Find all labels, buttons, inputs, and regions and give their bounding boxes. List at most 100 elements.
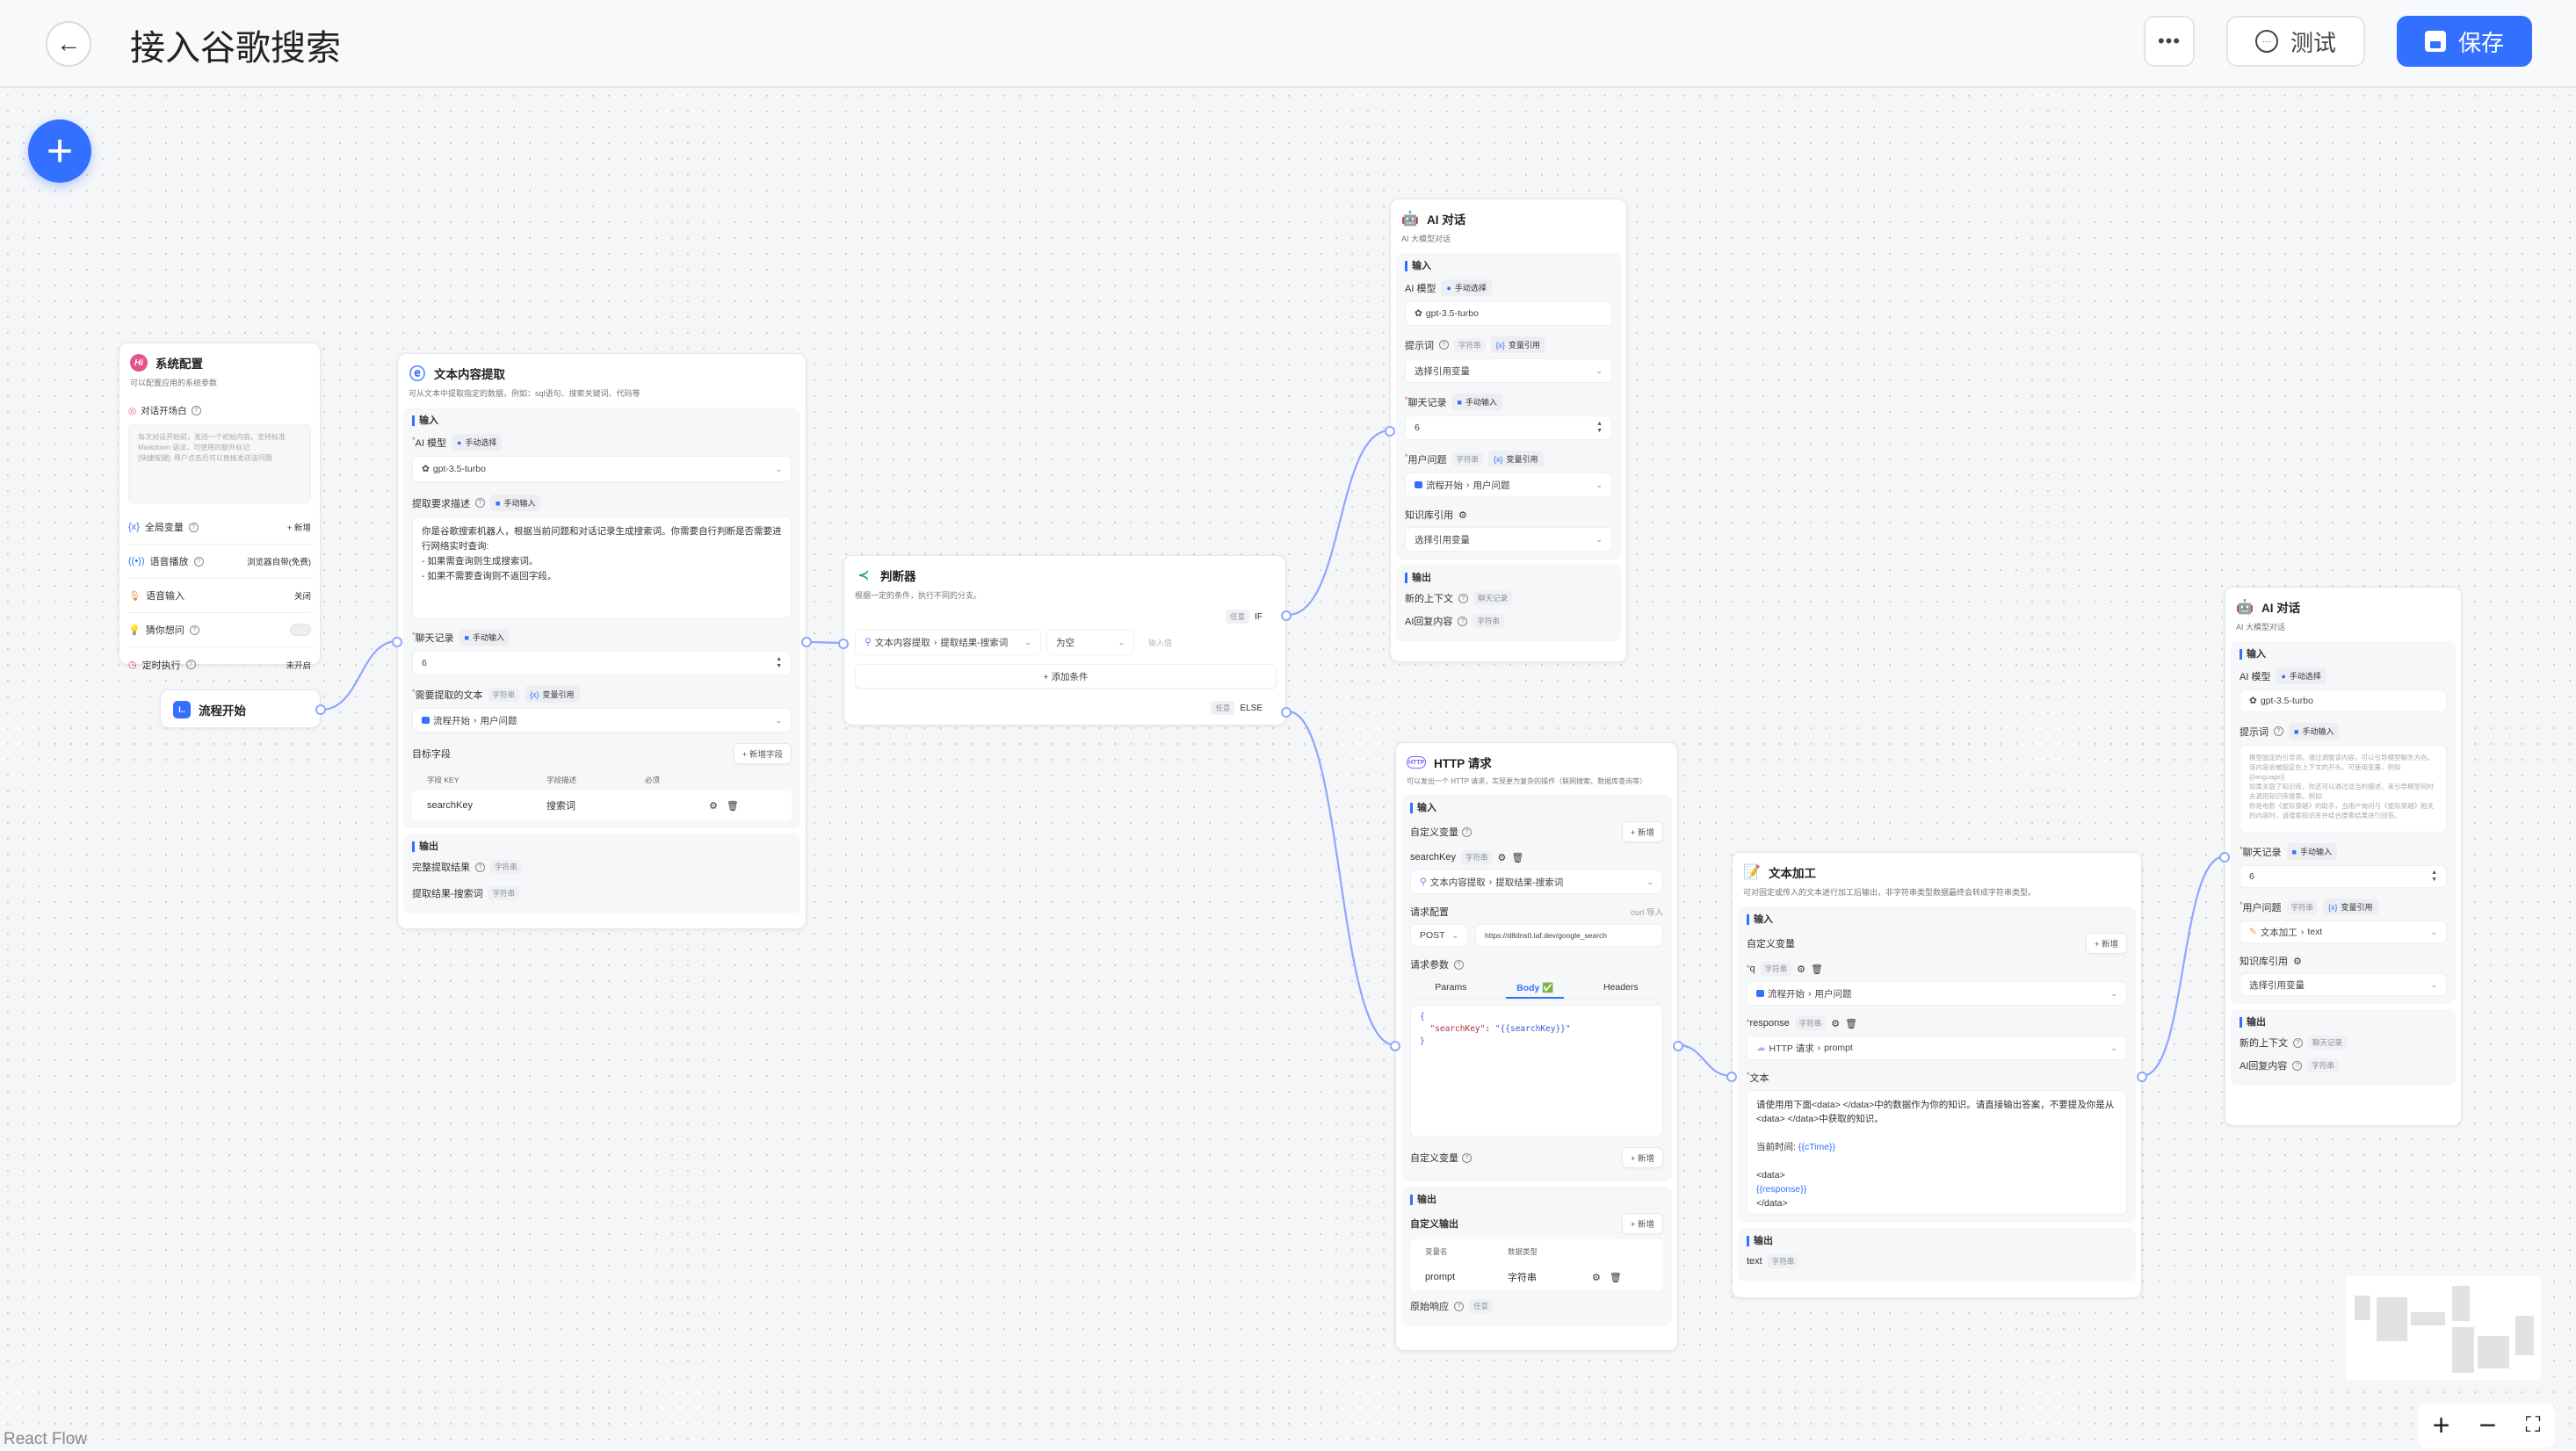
source-handle[interactable] — [315, 704, 326, 715]
mode-tag[interactable]: {x}变量引用 — [1490, 336, 1546, 353]
gear-icon[interactable]: ⚙ — [1497, 852, 1507, 863]
gear-icon[interactable]: ⚙ — [1592, 1272, 1601, 1283]
condition-operator-select[interactable]: 为空⌄ — [1046, 629, 1134, 655]
node-flow-start[interactable]: I..流程开始 — [160, 689, 326, 728]
mode-tag[interactable]: ●手动选择 — [451, 434, 503, 451]
trash-icon[interactable]: 🗑 — [1845, 1018, 1858, 1029]
sys-row-tts[interactable]: ((•))语音播放?浏览器自带(免费) — [128, 545, 311, 579]
back-button[interactable]: ← — [46, 21, 91, 67]
chevron-right-icon: › — [1808, 988, 1812, 999]
trash-icon[interactable]: 🗑 — [726, 800, 739, 812]
add-output-button[interactable]: + 新增 — [1621, 1213, 1663, 1234]
text-template-textarea[interactable]: 请使用用下面<data> </data>中的数据作为你的知识。请直接输出答案，不… — [1747, 1090, 2127, 1215]
zoom-in-icon[interactable]: + — [2432, 1408, 2450, 1442]
model-select[interactable]: ✿gpt-3.5-turbo — [2240, 689, 2447, 712]
model-select[interactable]: ✿gpt-3.5-turbo⌄ — [412, 456, 792, 482]
gear-icon[interactable]: ⚙ — [2293, 956, 2302, 967]
source-handle[interactable] — [1673, 1041, 1683, 1051]
mode-tag[interactable]: ■手动输入 — [1451, 393, 1502, 410]
add-global-var-button[interactable]: + 新增 — [286, 523, 311, 533]
node-ai-chat-1[interactable]: 🤖AI 对话 AI 大模型对话 输入 AI 模型●手动选择 ✿gpt-3.5-t… — [1385, 199, 1627, 662]
mode-tag[interactable]: ●手动选择 — [2276, 668, 2326, 684]
text-ref-select[interactable]: 流程开始›用户问题⌄ — [412, 708, 792, 733]
var-ref-select[interactable]: ⚲文本内容提取›提取结果-搜索词⌄ — [1410, 870, 1663, 894]
add-variable-button[interactable]: + 新增 — [1621, 1147, 1663, 1168]
add-condition-button[interactable]: + 添加条件 — [855, 664, 1277, 689]
target-handle[interactable] — [838, 639, 849, 649]
target-handle[interactable] — [1390, 1041, 1400, 1051]
target-handle[interactable] — [1385, 426, 1395, 437]
minimap[interactable] — [2346, 1276, 2541, 1380]
gear-icon[interactable]: ⚙ — [1458, 509, 1467, 521]
history-number-input[interactable]: 6▲▼ — [2240, 865, 2447, 888]
condition-value-input[interactable]: 输入值 — [1148, 638, 1173, 647]
stepper-icon[interactable]: ▲▼ — [1596, 421, 1603, 434]
node-ai-chat-2[interactable]: 🤖AI 对话 AI 大模型对话 输入 AI 模型●手动选择 ✿gpt-3.5-t… — [2219, 587, 2462, 1126]
stepper-icon[interactable]: ▲▼ — [776, 656, 782, 669]
kb-select[interactable]: 选择引用变量⌄ — [1405, 527, 1612, 552]
var-ref-select[interactable]: 流程开始›用户问题⌄ — [1747, 981, 2127, 1006]
prompt-textarea[interactable]: 模型固定的引导词，通过调整该内容，可以引导模型聊天方向。该内容会被固定在上下文的… — [2240, 745, 2447, 833]
trash-icon[interactable]: 🗑 — [1811, 964, 1823, 975]
suggest-toggle[interactable] — [290, 624, 311, 636]
tab-headers[interactable]: Headers — [1603, 982, 1639, 993]
model-select[interactable]: ✿gpt-3.5-turbo — [1405, 301, 1612, 326]
question-ref-select[interactable]: ✎文本加工›text⌄ — [2240, 920, 2447, 943]
method-select[interactable]: POST⌄ — [1410, 924, 1468, 947]
target-handle[interactable] — [1726, 1072, 1737, 1082]
sys-row-global-vars[interactable]: {x}全局变量?+ 新增 — [128, 510, 311, 545]
target-handle[interactable] — [392, 637, 402, 647]
history-number-input[interactable]: 6▲▼ — [412, 651, 792, 675]
welcome-textarea[interactable]: 每次对话开始前，发送一个初始内容。支持标准 Markdown 语法，可使用的额外… — [128, 424, 311, 503]
mode-tag[interactable]: {x}变量引用 — [1488, 451, 1544, 467]
gear-icon[interactable]: ⚙ — [1831, 1018, 1841, 1029]
trash-icon[interactable]: 🗑 — [1609, 1272, 1622, 1283]
source-handle[interactable] — [801, 637, 812, 647]
prompt-select[interactable]: 选择引用变量⌄ — [1405, 358, 1612, 383]
save-button[interactable]: 保存 — [2397, 16, 2532, 67]
mode-tag[interactable]: {x}变量引用 — [525, 686, 580, 703]
fit-view-icon[interactable]: ⛶ — [2525, 1413, 2541, 1437]
gear-icon[interactable]: ⚙ — [1797, 964, 1806, 975]
mode-tag[interactable]: ■手动输入 — [2286, 843, 2337, 860]
source-handle[interactable] — [2137, 1072, 2147, 1082]
sys-row-schedule[interactable]: ◷定时执行?未开启 — [128, 647, 311, 682]
mode-tag[interactable]: ●手动选择 — [1441, 279, 1492, 296]
tab-params[interactable]: Params — [1435, 982, 1467, 993]
flow-canvas[interactable] — [0, 88, 2576, 1451]
mode-tag[interactable]: ■手动输入 — [2289, 723, 2340, 740]
trash-icon[interactable]: 🗑 — [1511, 852, 1524, 863]
extract-description-textarea[interactable]: 你是谷歌搜索机器人，根据当前问题和对话记录生成搜索词。你需要自行判断是否需要进行… — [412, 516, 792, 618]
react-flow-attribution[interactable]: React Flow — [4, 1430, 88, 1448]
url-input[interactable]: https://d8dns0.laf.dev/google_search — [1475, 924, 1663, 947]
target-handle[interactable] — [2219, 852, 2230, 863]
more-button[interactable]: ••• — [2144, 16, 2195, 67]
question-ref-select[interactable]: 流程开始›用户问题⌄ — [1405, 473, 1612, 497]
history-number-input[interactable]: 6▲▼ — [1405, 415, 1612, 440]
sys-row-voice-input[interactable]: 🎙语音输入关闭 — [128, 579, 311, 613]
add-field-button[interactable]: + 新增字段 — [733, 743, 792, 764]
mode-tag[interactable]: ■手动输入 — [490, 494, 541, 511]
curl-import-link[interactable]: curl 导入 — [1631, 908, 1663, 918]
body-editor[interactable]: { "searchKey": "{{searchKey}}" } — [1410, 1005, 1663, 1137]
kb-select[interactable]: 选择引用变量⌄ — [2240, 973, 2447, 996]
else-source-handle[interactable] — [1281, 707, 1292, 718]
add-node-button[interactable]: + — [28, 119, 91, 183]
stepper-icon[interactable]: ▲▼ — [2431, 870, 2437, 883]
zoom-out-icon[interactable]: − — [2478, 1408, 2497, 1442]
add-variable-button[interactable]: + 新增 — [1621, 821, 1663, 842]
condition-variable-select[interactable]: ⚲文本内容提取›提取结果-搜索词⌄ — [855, 629, 1041, 655]
mode-tag[interactable]: {x}变量引用 — [2323, 899, 2378, 915]
mode-tag[interactable]: ■手动输入 — [459, 629, 510, 646]
add-variable-button[interactable]: + 新增 — [2085, 933, 2127, 954]
if-source-handle[interactable] — [1281, 610, 1292, 621]
node-text-process[interactable]: 📝文本加工 可对固定或传入的文本进行加工后输出，非字符串类型数据最终会转成字符串… — [1726, 852, 2147, 1298]
tab-body[interactable]: Body ✅ — [1506, 978, 1565, 999]
test-button[interactable]: ··· 测试 — [2226, 16, 2365, 67]
var-ref-select[interactable]: ☁HTTP 请求›prompt⌄ — [1747, 1036, 2127, 1060]
gear-icon[interactable]: ⚙ — [709, 800, 718, 812]
